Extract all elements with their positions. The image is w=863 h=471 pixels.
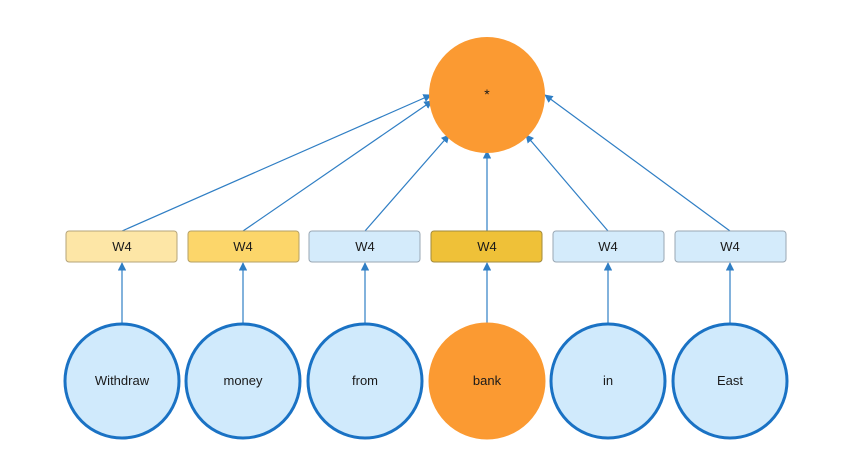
arrow-weight-5-to-output — [525, 134, 609, 232]
word-node-in: in — [549, 322, 667, 440]
weight-label: W4 — [720, 239, 740, 254]
output-circle — [429, 37, 545, 153]
weight-box-rect — [430, 230, 543, 263]
word-label: bank — [473, 373, 502, 388]
word-circle — [428, 322, 546, 440]
weight-box-rect — [187, 230, 300, 263]
weight-label: W4 — [598, 239, 618, 254]
weight-box-rect — [552, 230, 665, 263]
weight-box-rect — [674, 230, 787, 263]
weight-boxes: W4 W4 W4 W4 W4 W4 — [65, 230, 787, 263]
weight-box-3: W4 — [308, 230, 421, 263]
word-circle — [306, 322, 424, 440]
weight-box-rect — [308, 230, 421, 263]
weight-box-rect — [65, 230, 178, 263]
word-circle — [671, 322, 789, 440]
weight-box-2: W4 — [187, 230, 300, 263]
weight-label: W4 — [477, 239, 497, 254]
word-to-weight-arrows — [117, 262, 735, 323]
word-label: Withdraw — [95, 373, 150, 388]
weight-box-1: W4 — [65, 230, 178, 263]
weight-box-5: W4 — [552, 230, 665, 263]
word-node-from: from — [306, 322, 424, 440]
word-label: from — [352, 373, 378, 388]
output-label: * — [484, 86, 490, 102]
weight-label: W4 — [233, 239, 253, 254]
arrow-weight-2-to-output — [242, 100, 433, 232]
word-node-withdraw: Withdraw — [63, 322, 181, 440]
arrow-weight-6-to-output — [544, 94, 731, 232]
arrow-weight-1-to-output — [121, 94, 432, 232]
arrow-weight-3-to-output — [364, 134, 450, 232]
word-circle — [184, 322, 302, 440]
weight-to-output-arrows — [121, 94, 731, 232]
word-circle — [549, 322, 667, 440]
word-label: in — [603, 373, 613, 388]
weight-label: W4 — [355, 239, 375, 254]
word-circle — [63, 322, 181, 440]
weight-box-4: W4 — [430, 230, 543, 263]
word-node-east: East — [671, 322, 789, 440]
word-nodes: Withdraw money from bank in East — [63, 322, 789, 440]
word-label: money — [223, 373, 263, 388]
output-node: * — [429, 37, 545, 153]
weight-label: W4 — [112, 239, 132, 254]
word-node-money: money — [184, 322, 302, 440]
word-label: East — [717, 373, 743, 388]
word-node-bank: bank — [428, 322, 546, 440]
weight-box-6: W4 — [674, 230, 787, 263]
